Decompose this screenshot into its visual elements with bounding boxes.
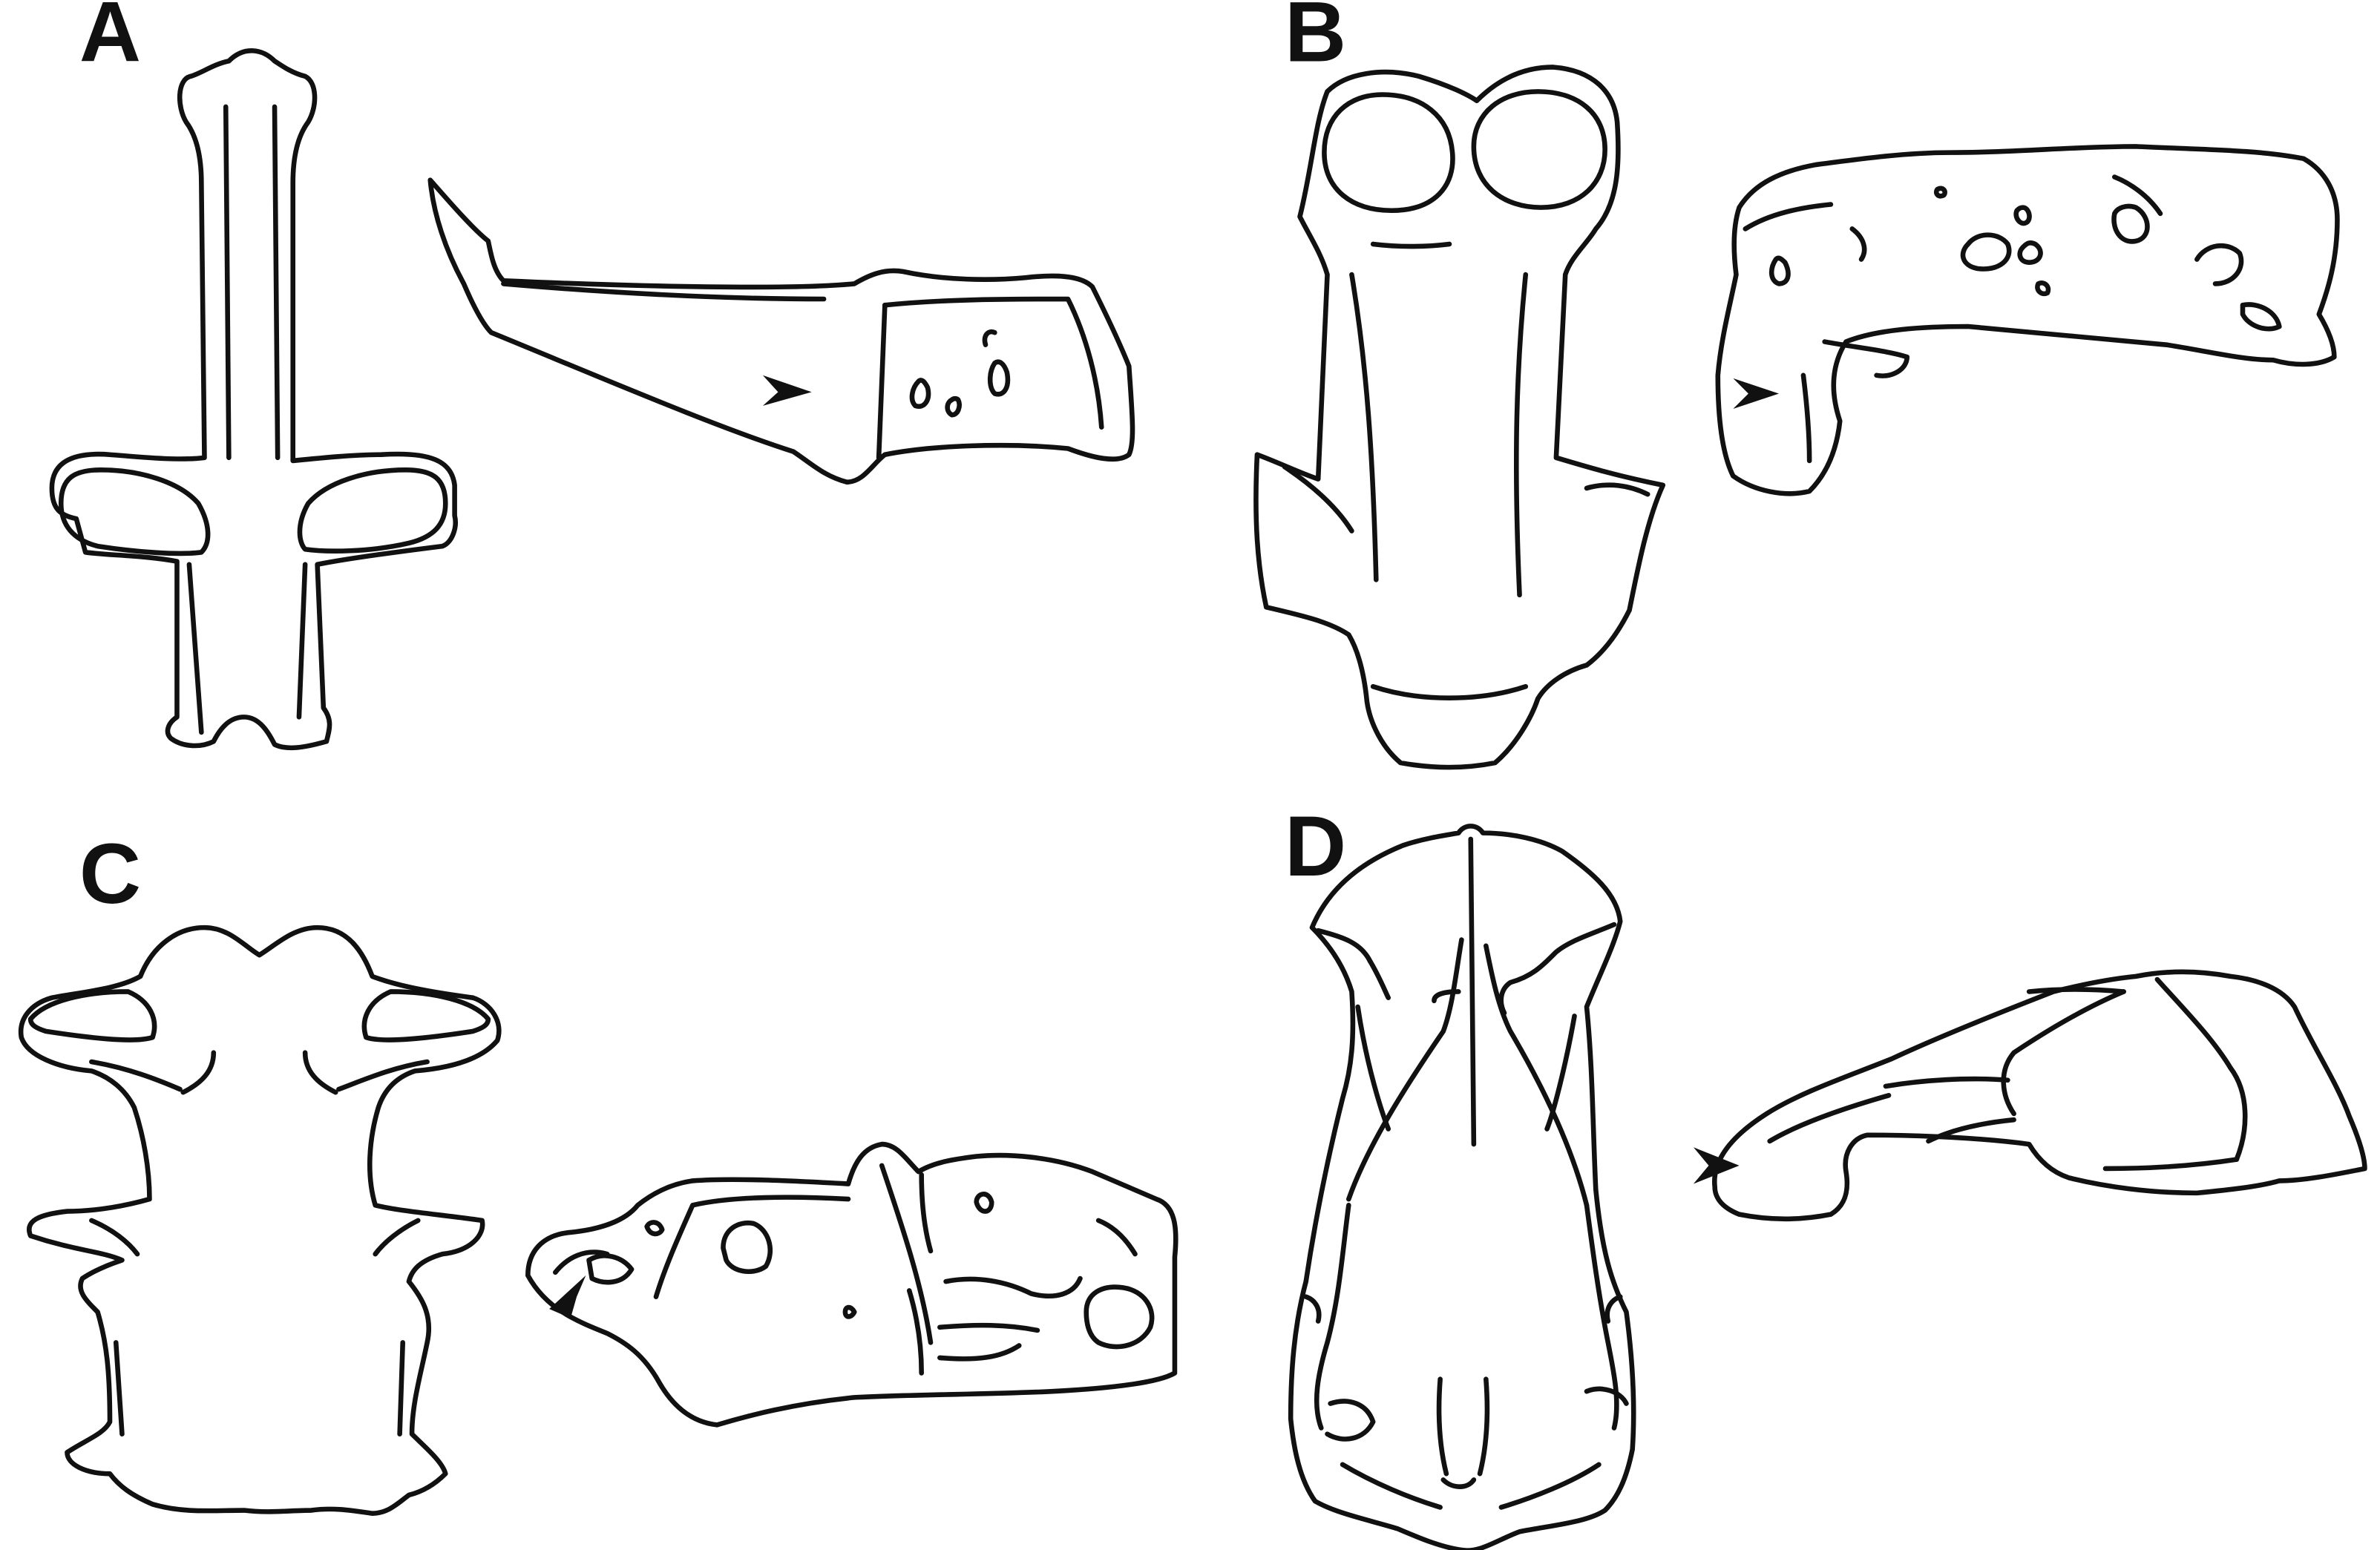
panel-a-lateral-view bbox=[427, 177, 1135, 485]
panel-c-ventral-view bbox=[18, 925, 502, 1516]
panel-d: D bbox=[1285, 799, 2367, 1550]
panel-a: A bbox=[49, 0, 1135, 751]
arrowhead-icon bbox=[549, 1275, 586, 1319]
panel-c-lateral-view bbox=[525, 1141, 1178, 1428]
panel-label-d: D bbox=[1285, 799, 1346, 894]
arrowhead-icon bbox=[762, 375, 812, 406]
panel-a-ventral-view bbox=[49, 48, 458, 751]
panel-d-lateral-view bbox=[1693, 969, 2367, 1222]
panel-c: C bbox=[18, 827, 1178, 1516]
arrowhead-icon bbox=[1733, 378, 1780, 410]
panel-d-ventral-view bbox=[1288, 824, 1636, 1550]
panel-b-lateral-view bbox=[1715, 144, 2340, 496]
panel-label-c: C bbox=[79, 827, 141, 922]
panel-label-b: B bbox=[1285, 0, 1346, 79]
arrowhead-icon bbox=[1693, 1147, 1740, 1184]
panel-b-ventral-view bbox=[1253, 65, 1666, 770]
panel-label-a: A bbox=[79, 0, 141, 79]
panel-b: B bbox=[1253, 0, 2340, 770]
